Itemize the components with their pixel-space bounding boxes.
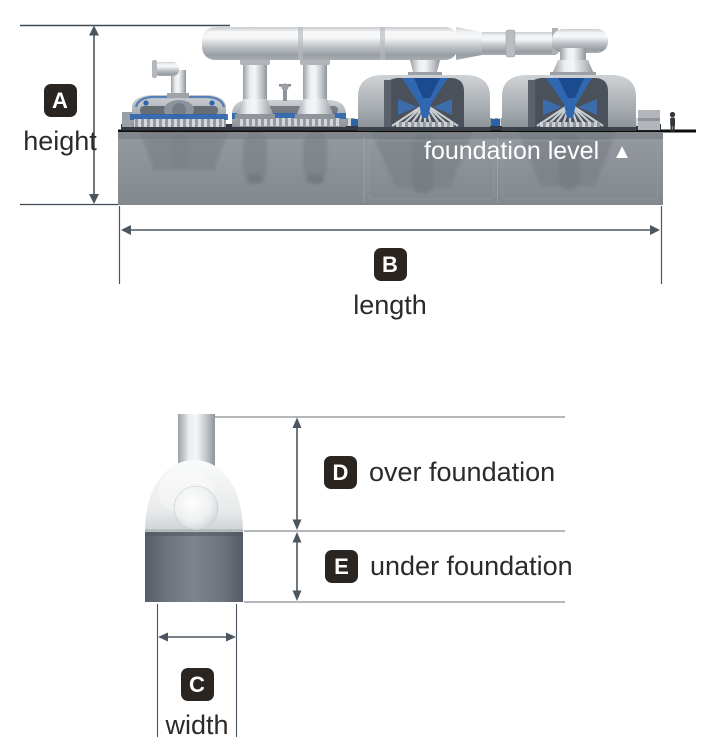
- pile-reference-lines: [215, 416, 565, 603]
- machine-reflection: [140, 133, 616, 193]
- height-dimension-label: A height: [8, 84, 112, 157]
- dimension-badge-a: A: [43, 84, 77, 117]
- over-foundation-label: over foundation: [369, 457, 556, 487]
- foundation-block: [118, 133, 663, 205]
- foundation-level-marker-icon: ▲: [612, 140, 632, 163]
- bottom-view: [145, 414, 565, 737]
- block-seams: [363, 137, 659, 203]
- foundation-level-label: foundation level ▲: [424, 137, 632, 166]
- length-label: length: [353, 290, 427, 320]
- lp-turbine-1: [358, 60, 490, 131]
- crossover-downpipes: [235, 57, 335, 119]
- under-foundation-label: under foundation: [370, 551, 573, 581]
- width-dimension: [156, 604, 238, 737]
- over-foundation-arrow: [292, 417, 302, 530]
- length-dimension: [118, 206, 663, 284]
- turbine-illustration: [121, 27, 676, 132]
- pile-illustration: [145, 414, 243, 602]
- dimension-badge-c: C: [180, 668, 214, 701]
- top-view: [20, 24, 696, 284]
- crossover-pipe: [202, 27, 608, 77]
- foundation-level-text: foundation level: [424, 137, 600, 165]
- lp-turbine-2: [502, 75, 660, 131]
- dimension-badge-d: D: [324, 456, 357, 489]
- over-foundation-dimension-label: D over foundation: [324, 456, 555, 489]
- dimension-badge-e: E: [325, 550, 358, 583]
- human-figure-icon: [669, 111, 676, 132]
- under-foundation-dimension-label: E under foundation: [325, 550, 573, 583]
- height-dimension: [20, 24, 230, 206]
- height-label: height: [23, 126, 97, 156]
- elbow-pipe: [152, 60, 189, 98]
- hp-turbine: [130, 95, 228, 127]
- under-foundation-arrow: [292, 532, 302, 601]
- width-label: width: [165, 710, 229, 740]
- width-dimension-label: C width: [145, 668, 249, 741]
- length-dimension-label: B length: [338, 248, 442, 321]
- dimension-badge-b: B: [373, 248, 407, 281]
